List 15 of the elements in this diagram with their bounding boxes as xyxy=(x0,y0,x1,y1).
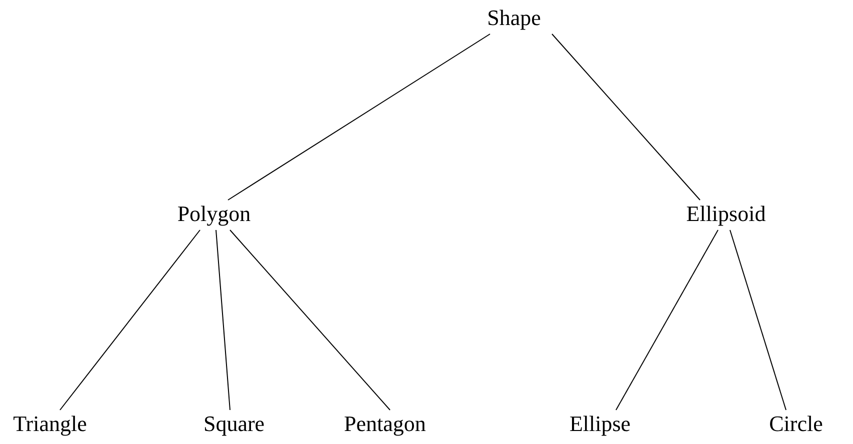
tree-branch-line xyxy=(552,34,700,200)
tree-node-label: Shape xyxy=(487,6,541,30)
tree-node-label: Polygon xyxy=(177,202,251,226)
tree-node-label: Circle xyxy=(769,412,823,436)
tree-branch-line xyxy=(228,34,490,200)
tree-branch-line xyxy=(230,230,390,410)
tree-node-label: Ellipse xyxy=(569,412,631,436)
tree-node-label: Square xyxy=(203,412,265,436)
tree-branch-line xyxy=(616,230,718,410)
tree-branch-line xyxy=(60,230,200,410)
tree-branch-line xyxy=(730,230,786,410)
tree-node-label: Ellipsoid xyxy=(686,202,766,226)
tree-branch-line xyxy=(216,230,230,410)
tree-node-label: Pentagon xyxy=(344,412,426,436)
tree-node-label: Triangle xyxy=(13,412,87,436)
